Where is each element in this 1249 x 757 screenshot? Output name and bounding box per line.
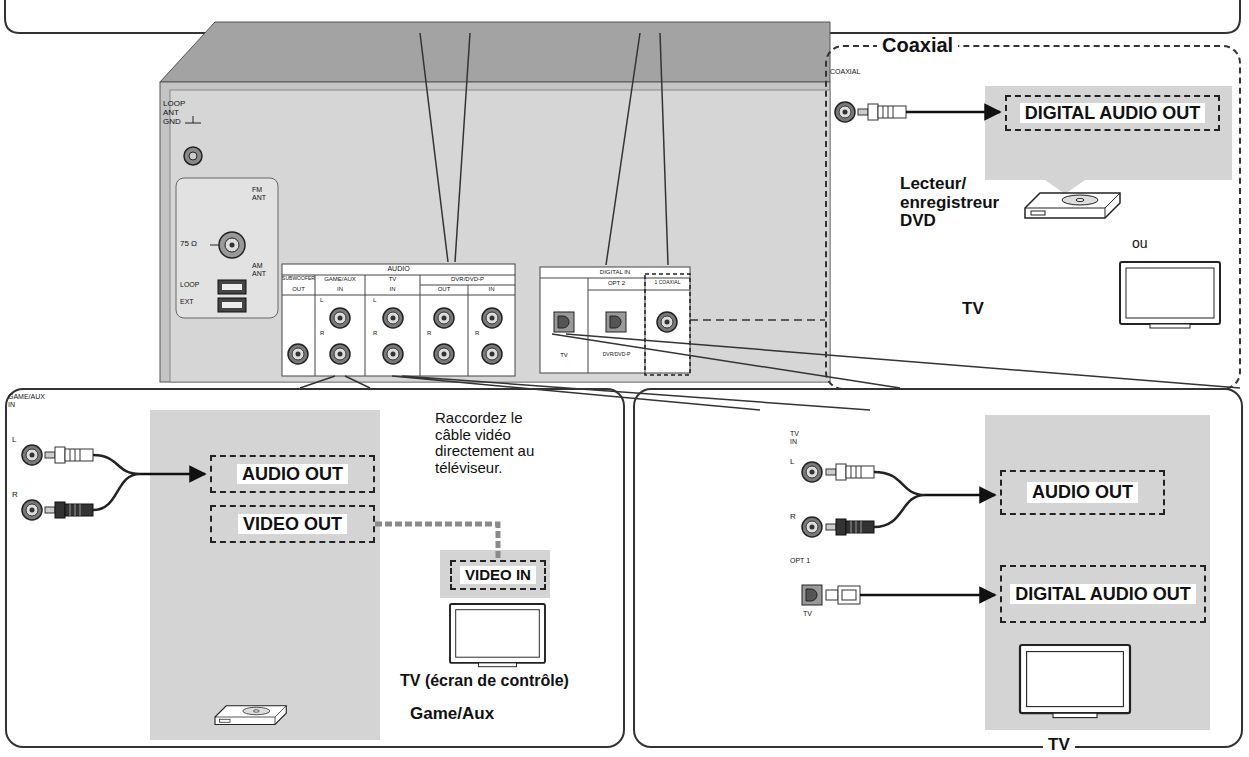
panel-label: L <box>373 297 376 304</box>
panel-label: L <box>12 436 16 445</box>
port-label-box: VIDEO OUT <box>210 505 375 543</box>
panel-label: 1 COAXIAL <box>645 280 690 286</box>
panel-label: TV <box>803 610 812 618</box>
panel-label: AUDIO <box>282 265 515 273</box>
panel-label: COAXIAL <box>830 68 860 76</box>
panel-label: DVR/DVD-P <box>588 352 645 358</box>
port-label-box: DIGITAL AUDIO OUT <box>1000 565 1206 623</box>
panel-label: Lecteur/ enregistreur DVD <box>900 175 1020 231</box>
panel-label: GAME/AUX <box>315 276 365 283</box>
panel-label: AM ANT <box>252 262 274 277</box>
panel-label: R <box>427 330 431 337</box>
panel-label: EXT <box>180 298 194 306</box>
port-label: VIDEO IN <box>460 566 536 583</box>
panel-label: OUT <box>420 286 468 293</box>
panel-label: Raccordez le câble vidéo directement au … <box>435 410 537 476</box>
port-label: VIDEO OUT <box>238 514 347 535</box>
panel-label: R <box>475 330 479 337</box>
panel-label: TV <box>365 276 420 283</box>
panel-label: TV <box>540 352 588 359</box>
panel-label: DIGITAL IN <box>540 269 690 276</box>
panel-title: Game/Aux <box>405 704 499 724</box>
panel-label: TV IN <box>790 430 805 445</box>
panel-label: R <box>373 330 377 337</box>
video-cable <box>375 524 498 560</box>
panel-label: LOOP ANT GND <box>163 100 191 126</box>
panel-label: 75 Ω <box>180 240 197 249</box>
port-label: AUDIO OUT <box>1027 482 1138 503</box>
panel-title: TV <box>1043 735 1075 755</box>
panel-label: TV (écran de contrôle) <box>400 672 569 690</box>
port-label-box: VIDEO IN <box>450 560 546 590</box>
port-label: DIGITAL AUDIO OUT <box>1010 584 1196 605</box>
panel-label: FM ANT <box>252 186 274 201</box>
panel-label: R <box>790 513 796 522</box>
panel-label: GAME/AUX IN <box>8 393 48 408</box>
port-label-box: AUDIO OUT <box>1000 470 1165 515</box>
panel-label: OUT <box>282 286 315 293</box>
callout-panel: DIGITAL AUDIO OUTCoaxial <box>825 45 1241 390</box>
callout-panel: AUDIO OUT DIGITAL AUDIO OUT TV <box>633 388 1243 748</box>
panel-label: OPT 2 <box>588 280 645 287</box>
panel-label: ou <box>1132 236 1148 251</box>
panel-label: L <box>320 297 323 304</box>
panel-label: TV <box>962 300 984 319</box>
panel-label: L <box>790 458 794 467</box>
port-label-box: DIGITAL AUDIO OUT <box>1005 95 1220 131</box>
panel-label: SUBWOOFER <box>282 276 315 282</box>
panel-label: IN <box>468 286 515 293</box>
panel-label: LOOP <box>180 281 199 289</box>
panel-label: IN <box>315 286 365 293</box>
panel-label: IN <box>365 286 420 293</box>
port-label: DIGITAL AUDIO OUT <box>1020 103 1206 124</box>
port-label-box: AUDIO OUT <box>210 455 375 493</box>
port-label: AUDIO OUT <box>237 464 348 485</box>
panel-label: R <box>12 491 18 500</box>
panel-label: OPT 1 <box>790 557 810 565</box>
panel-title: Coaxial <box>877 34 958 57</box>
panel-label: DVR/DVD-P <box>420 276 515 283</box>
panel-label: R <box>320 330 324 337</box>
